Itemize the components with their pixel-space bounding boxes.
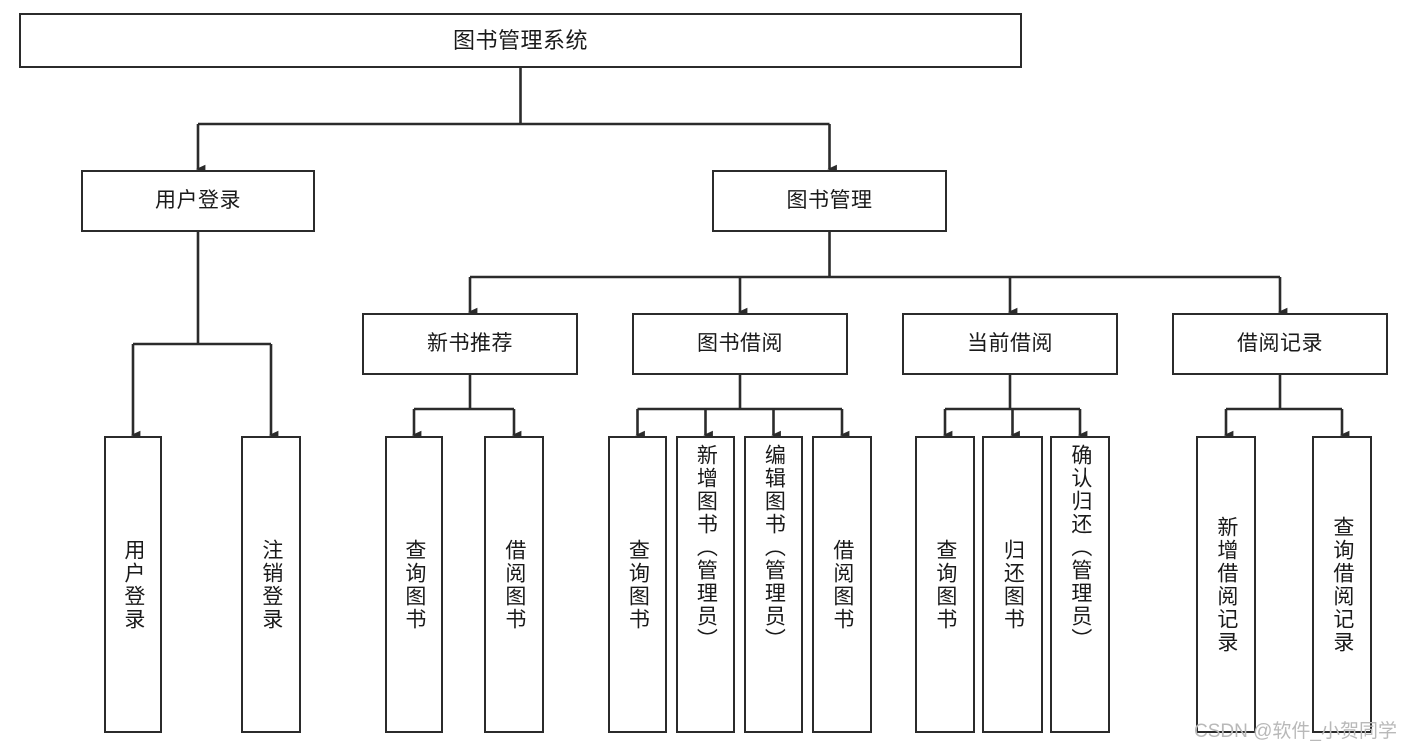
node-leaf-9[interactable]: 查询图书 <box>915 436 975 733</box>
node-leaf-4[interactable]: 借阅图书 <box>484 436 544 733</box>
node-label: 新增借阅记录 <box>1214 515 1238 654</box>
node-label: 编辑图书（管理员） <box>762 444 786 651</box>
node-leaf-3[interactable]: 查询图书 <box>385 436 443 733</box>
node-label: 注销登录 <box>259 538 283 631</box>
node-label: 查询图书 <box>933 538 957 631</box>
node-label: 确认归还（管理员） <box>1068 444 1092 651</box>
node-leaf-1[interactable]: 用户登录 <box>104 436 162 733</box>
node-root[interactable]: 图书管理系统 <box>19 13 1022 68</box>
node-leaf-8[interactable]: 借阅图书 <box>812 436 872 733</box>
node-records[interactable]: 借阅记录 <box>1172 313 1388 375</box>
node-leaf-7[interactable]: 编辑图书（管理员） <box>744 436 803 733</box>
node-label: 查询图书 <box>626 538 650 631</box>
node-label: 用户登录 <box>155 188 241 212</box>
node-leaf-5[interactable]: 查询图书 <box>608 436 667 733</box>
node-label: 借阅图书 <box>830 538 854 631</box>
node-leaf-13[interactable]: 查询借阅记录 <box>1312 436 1372 733</box>
node-label: 图书管理 <box>786 188 873 212</box>
node-label: 用户登录 <box>121 538 145 631</box>
node-label: 新增图书（管理员） <box>694 444 718 651</box>
node-label: 当前借阅 <box>967 331 1053 355</box>
node-leaf-6[interactable]: 新增图书（管理员） <box>676 436 735 733</box>
node-label: 新书推荐 <box>427 331 513 355</box>
node-leaf-10[interactable]: 归还图书 <box>982 436 1043 733</box>
node-label: 借阅记录 <box>1237 331 1323 355</box>
node-leaf-12[interactable]: 新增借阅记录 <box>1196 436 1256 733</box>
node-label: 图书管理系统 <box>452 27 588 53</box>
node-leaf-11[interactable]: 确认归还（管理员） <box>1050 436 1110 733</box>
node-label: 借阅图书 <box>502 538 526 631</box>
node-label: 查询图书 <box>402 538 426 631</box>
node-label: 图书借阅 <box>697 331 783 355</box>
node-borrow[interactable]: 图书借阅 <box>632 313 848 375</box>
watermark-label: CSDN @软件_小贺同学 <box>1194 721 1397 742</box>
node-label: 查询借阅记录 <box>1330 515 1354 654</box>
node-login[interactable]: 用户登录 <box>81 170 315 232</box>
node-bookmgmt[interactable]: 图书管理 <box>712 170 947 232</box>
node-newbook[interactable]: 新书推荐 <box>362 313 578 375</box>
node-label: 归还图书 <box>1001 538 1025 631</box>
node-current[interactable]: 当前借阅 <box>902 313 1118 375</box>
node-leaf-2[interactable]: 注销登录 <box>241 436 301 733</box>
